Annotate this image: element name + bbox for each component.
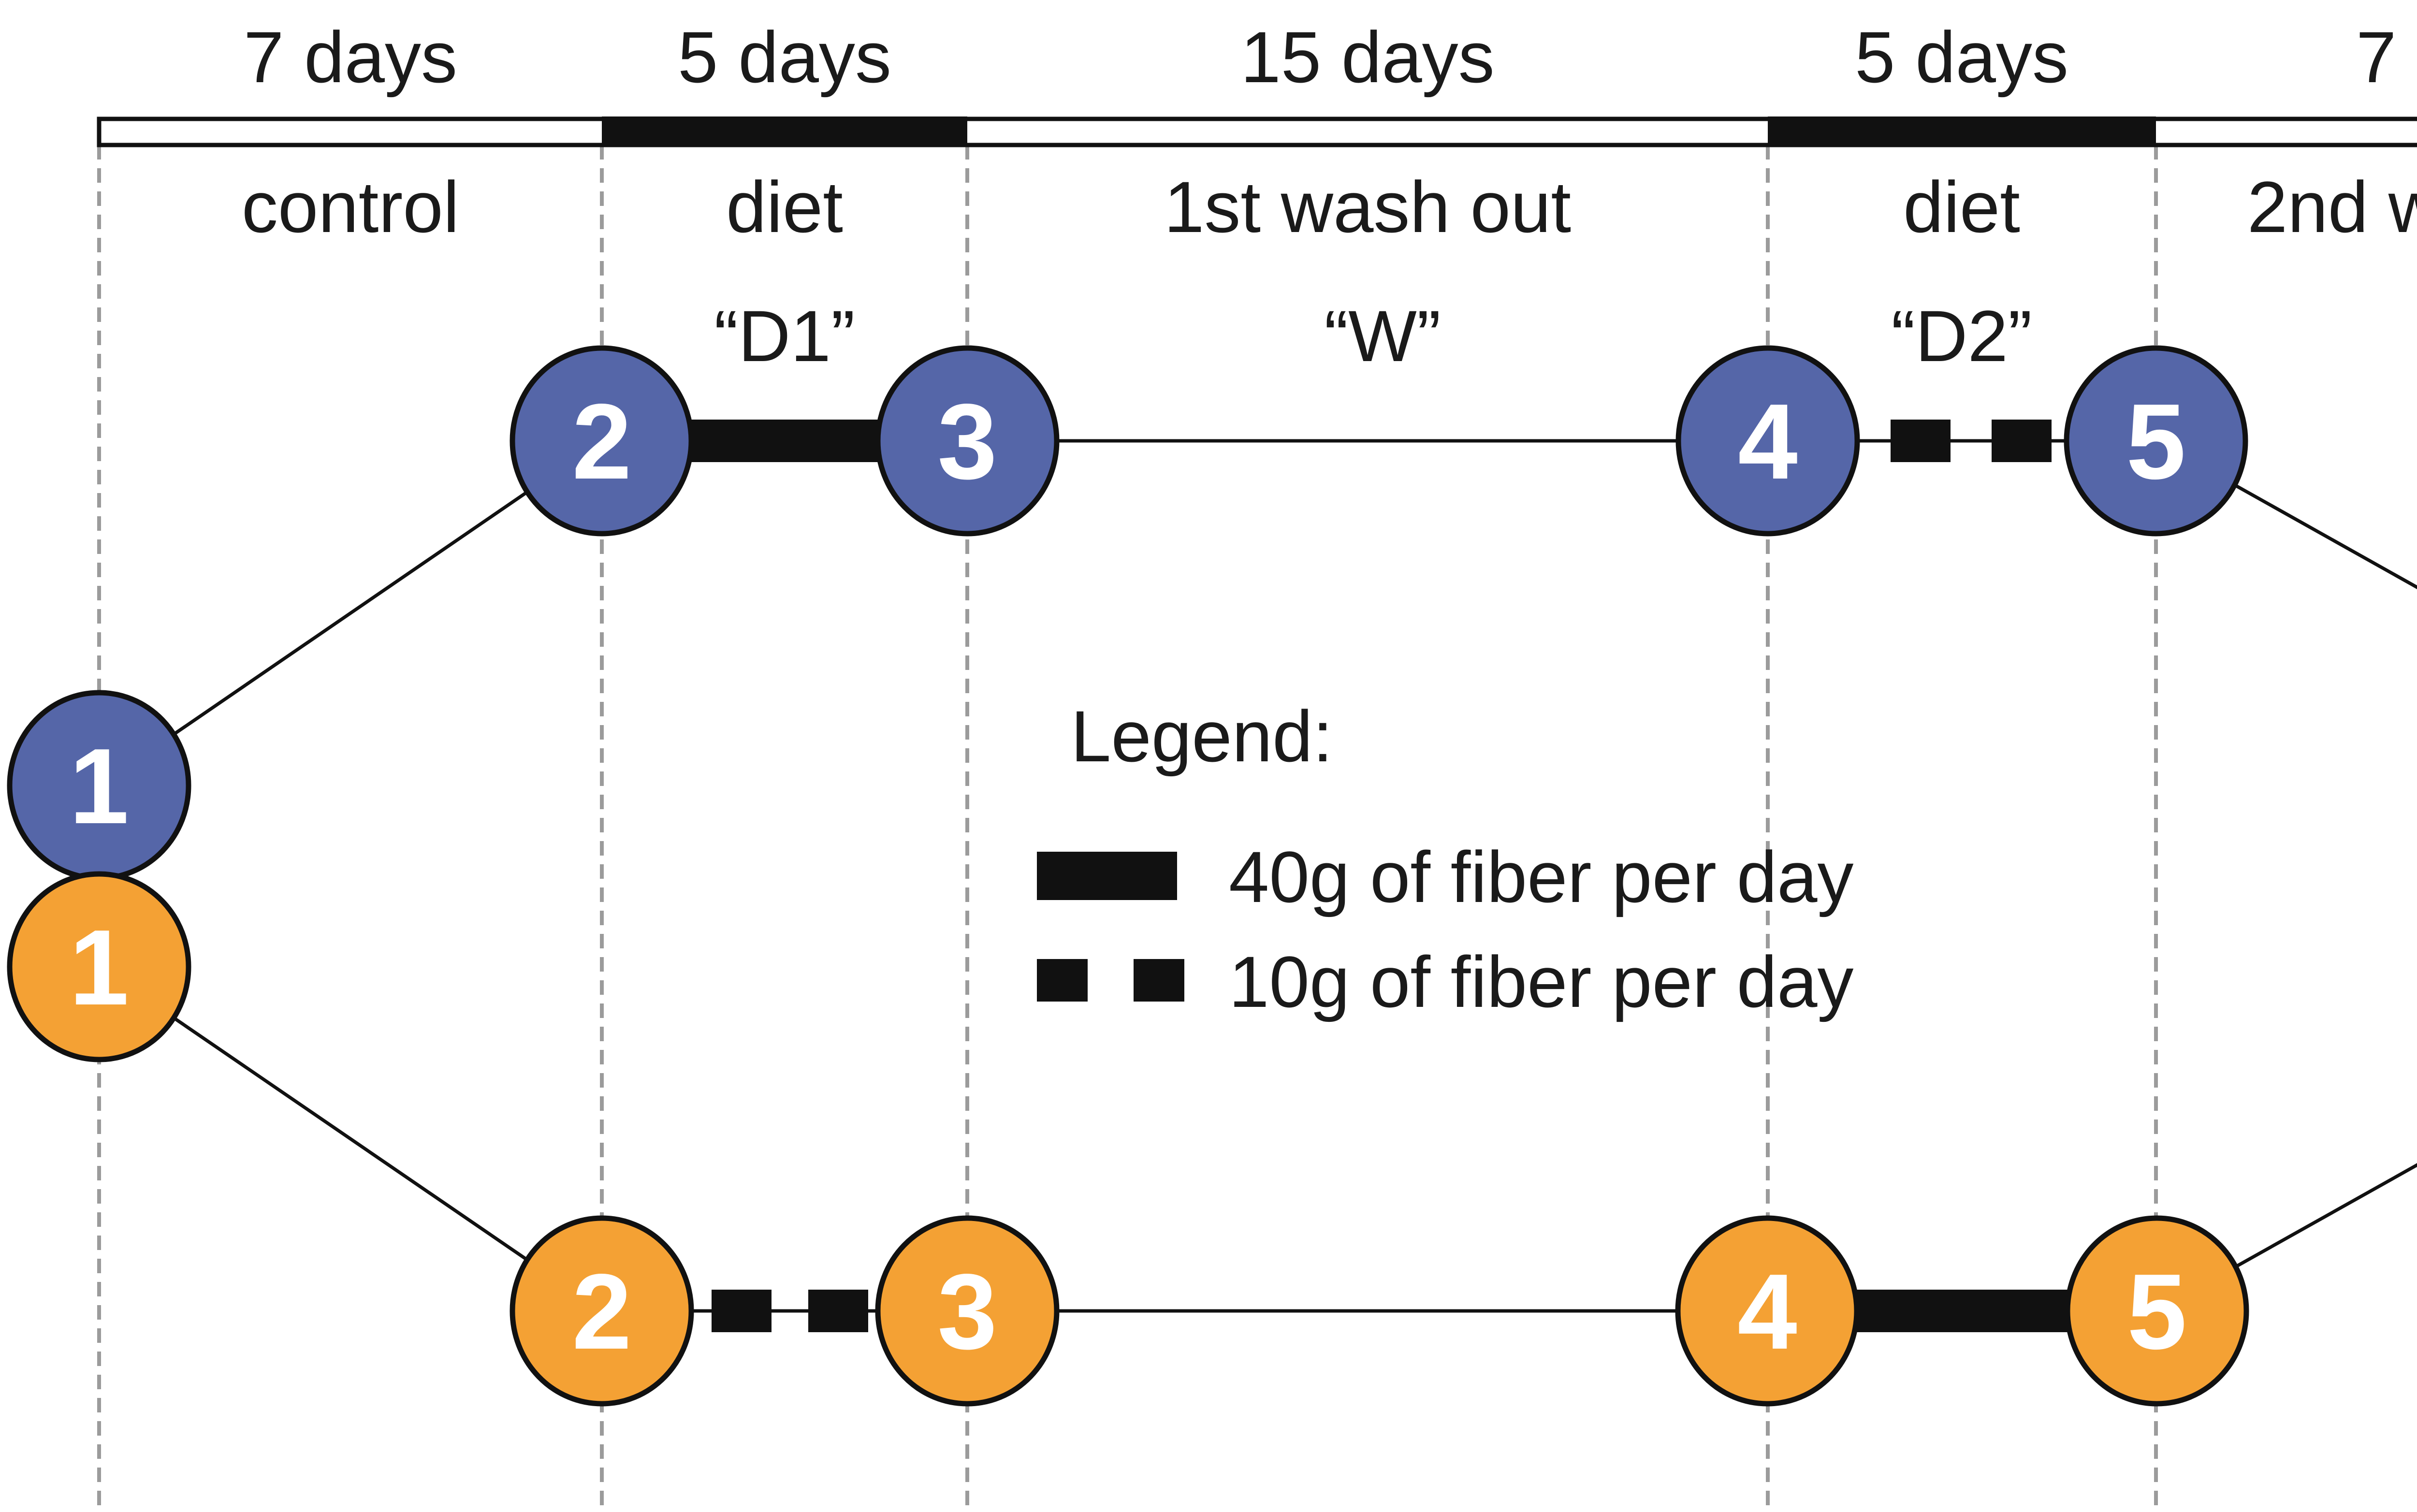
node-bottom-2-number: 2 <box>572 1252 631 1372</box>
node-top-4 <box>1675 345 1860 537</box>
dose-40g-bar-top <box>690 420 881 462</box>
period-code-labels: “D1” “W” “D2” <box>714 295 2032 377</box>
node-bottom-2 <box>510 1215 694 1407</box>
timeline-bar <box>97 116 2417 147</box>
dose-10g-square-bottom-1 <box>712 1290 772 1332</box>
phase-label-washout-2: 2nd wash out <box>2247 166 2417 247</box>
timeline-diet-segment-2 <box>1768 116 2156 147</box>
node-bottom-5 <box>2065 1215 2249 1407</box>
dose-10g-square-top-2 <box>1992 420 2052 462</box>
phase-labels: control diet 1st wash out diet 2nd wash … <box>242 166 2417 247</box>
phase-label-control: control <box>242 166 459 247</box>
dose-markers <box>690 420 2073 1332</box>
duration-label-1: 7 days <box>244 16 457 98</box>
dose-10g-square-top-1 <box>1891 420 1951 462</box>
node-bottom-3 <box>875 1215 1060 1407</box>
timeline-diet-segment-1 <box>602 116 967 147</box>
duration-label-2: 5 days <box>678 16 891 98</box>
node-top-5-number: 5 <box>2126 382 2185 502</box>
arm-bottom-nodes: 1 2 3 4 5 6 <box>7 871 2249 1407</box>
legend-title: Legend: <box>1071 696 1333 777</box>
node-bottom-5-number: 5 <box>2127 1252 2186 1372</box>
node-top-3 <box>875 345 1060 537</box>
legend-10g-label: 10g of fiber per day <box>1229 941 1854 1022</box>
legend-40g-swatch-icon <box>1037 852 1177 900</box>
node-bottom-4 <box>1675 1215 1860 1407</box>
node-bottom-1 <box>7 871 191 1062</box>
node-top-4-number: 4 <box>1738 382 1797 502</box>
node-top-5 <box>2064 345 2248 537</box>
edge-top-5-6 <box>2155 439 2417 589</box>
arm-top-nodes: 1 2 3 4 5 6 <box>7 345 2248 881</box>
legend: Legend: 40g of fiber per day 10g of fibe… <box>1037 696 1854 1022</box>
code-label-d1: “D1” <box>714 295 855 377</box>
arm-edges <box>98 439 2417 1313</box>
edge-bottom-5-6 <box>2156 1163 2417 1313</box>
dose-40g-bar-bottom <box>1850 1290 2073 1332</box>
edge-top-1-2 <box>98 439 603 787</box>
duration-label-3: 15 days <box>1240 16 1494 98</box>
legend-10g-swatch-icon-1 <box>1037 959 1088 1002</box>
dose-10g-square-bottom-2 <box>808 1290 868 1332</box>
code-label-w: “W” <box>1324 295 1441 377</box>
node-bottom-4-number: 4 <box>1737 1252 1797 1372</box>
node-top-2 <box>510 345 694 537</box>
legend-40g-label: 40g of fiber per day <box>1229 836 1854 917</box>
node-bottom-1-number: 1 <box>69 908 129 1028</box>
code-label-d2: “D2” <box>1891 295 2032 377</box>
node-top-3-number: 3 <box>937 382 997 502</box>
node-top-2-number: 2 <box>572 382 631 502</box>
phase-label-diet-1: diet <box>726 166 843 247</box>
phase-label-washout-1: 1st wash out <box>1164 166 1571 247</box>
node-top-1-number: 1 <box>69 727 129 846</box>
node-bottom-3-number: 3 <box>937 1252 997 1372</box>
phase-label-diet-2: diet <box>1903 166 2020 247</box>
duration-labels: 7 days 5 days 15 days 5 days 7 days <box>244 16 2417 98</box>
duration-label-5: 7 days <box>2356 16 2417 98</box>
edge-bottom-1-2 <box>98 965 603 1312</box>
legend-10g-swatch-icon-2 <box>1134 959 1184 1002</box>
duration-label-4: 5 days <box>1855 16 2068 98</box>
